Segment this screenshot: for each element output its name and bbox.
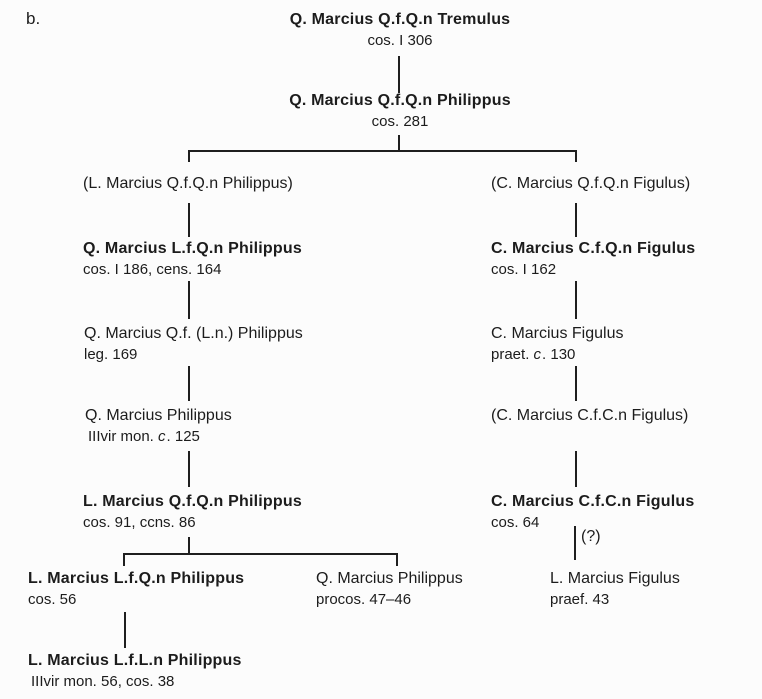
connector-left-gen5-gen6 [188,366,190,401]
person-detail: IIIvir mon. c. 125 [88,428,200,445]
connector-left-gen3-gen4 [188,203,190,237]
node-l-figulus-praef43: L. Marcius Figulus praef. 43 [550,569,680,610]
connector-left-gen4-gen5 [188,281,190,319]
italic-circa: c [158,428,166,445]
node-q-philippus-leg169: Q. Marcius Q.f. (L.n.) Philippus leg. 16… [84,324,303,365]
node-l-philippus-cos91: L. Marcius Q.f.Q.n Philippus cos. 91, cc… [83,492,302,533]
person-name: Q. Marcius Philippus [85,407,232,424]
node-c-figulus-paren2: (C. Marcius C.f.C.n Figulus) [491,406,688,426]
person-detail: cos. I 186, cens. 164 [83,261,222,278]
node-l-philippus-paren: (L. Marcius Q.f.Q.n Philippus) [83,174,293,194]
connector-cos56-gen9 [124,612,126,648]
person-name: Q. Marcius Philippus [316,570,463,587]
person-detail: cos. I 306 [367,32,433,49]
node-philippus-cos281: Q. Marcius Q.f.Q.n Philippus cos. 281 [231,91,569,132]
node-l-philippus-cos56: L. Marcius L.f.Q.n Philippus cos. 56 [28,569,244,610]
uncertainty-label: (?) [581,528,601,545]
node-q-philippus-mon125: Q. Marcius Philippus IIIvir mon. c. 125 [85,406,232,447]
node-c-figulus-cos64: C. Marcius C.f.C.n Figulus cos. 64 [491,492,694,533]
connector-figulus-uncertain [574,526,576,560]
person-detail: IIIvir mon. 56, cos. 38 [31,673,175,690]
node-tremulus: Q. Marcius Q.f.Q.n Tremulus cos. I 306 [231,10,569,51]
person-name: C. Marcius C.f.Q.n Figulus [491,240,696,257]
person-detail: procos. 47–46 [316,591,412,608]
person-name: Q. Marcius Q.f. (L.n.) Philippus [84,325,303,342]
node-c-figulus-praet130: C. Marcius Figulus praet. c. 130 [491,324,623,365]
connector-right-gen5-gen6 [575,366,577,401]
connector-right-gen4-gen5 [575,281,577,319]
person-name: Q. Marcius Q.f.Q.n Philippus [289,92,511,109]
connector-lower-tick-right [396,553,398,566]
person-name: C. Marcius Figulus [491,325,624,342]
connector-split-bar-lower [123,553,398,555]
node-c-figulus-cos162: C. Marcius C.f.Q.n Figulus cos. I 162 [491,239,695,280]
node-c-figulus-paren: (C. Marcius Q.f.Q.n Figulus) [491,174,690,194]
connector-philippus-split [398,135,400,151]
person-name: L. Marcius Q.f.Q.n Philippus [83,493,302,510]
node-q-philippus-cos186: Q. Marcius L.f.Q.n Philippus cos. I 186,… [83,239,302,280]
figure-label: b. [26,9,41,28]
person-name: L. Marcius Figulus [550,570,680,587]
connector-split-tick-left [188,150,190,162]
connector-split-tick-right [575,150,577,162]
person-detail: leg. 169 [84,346,138,363]
person-detail: cos. 281 [371,113,429,130]
node-q-philippus-procos47: Q. Marcius Philippus procos. 47–46 [316,569,463,610]
node-l-philippus-mon56: L. Marcius L.f.L.n Philippus IIIvir mon.… [28,651,242,692]
person-detail: cos. 91, ccns. 86 [83,514,196,531]
person-name: Q. Marcius Q.f.Q.n Tremulus [289,11,511,28]
person-detail: praet. c. 130 [491,346,576,363]
person-name: Q. Marcius L.f.Q.n Philippus [83,240,302,257]
italic-circa: c [533,346,542,363]
connector-split-bar [188,150,577,152]
connector-right-gen6-gen7 [575,451,577,487]
connector-cos91-split [188,537,190,553]
person-detail: cos. 56 [28,591,77,608]
person-detail: cos. 64 [491,514,540,531]
connector-left-gen6-gen7 [188,451,190,487]
connector-right-gen3-gen4 [575,203,577,237]
person-name: C. Marcius C.f.C.n Figulus [491,493,695,510]
person-detail: cos. I 162 [491,261,557,278]
person-name: L. Marcius L.f.L.n Philippus [28,652,242,669]
person-detail: praef. 43 [550,591,610,608]
person-name: (C. Marcius Q.f.Q.n Figulus) [491,175,691,192]
person-name: (L. Marcius Q.f.Q.n Philippus) [83,175,293,192]
connector-lower-tick-left [123,553,125,566]
person-name: L. Marcius L.f.Q.n Philippus [28,570,245,587]
connector-tremulus-philippus [398,56,400,93]
person-name: (C. Marcius C.f.C.n Figulus) [491,407,689,424]
